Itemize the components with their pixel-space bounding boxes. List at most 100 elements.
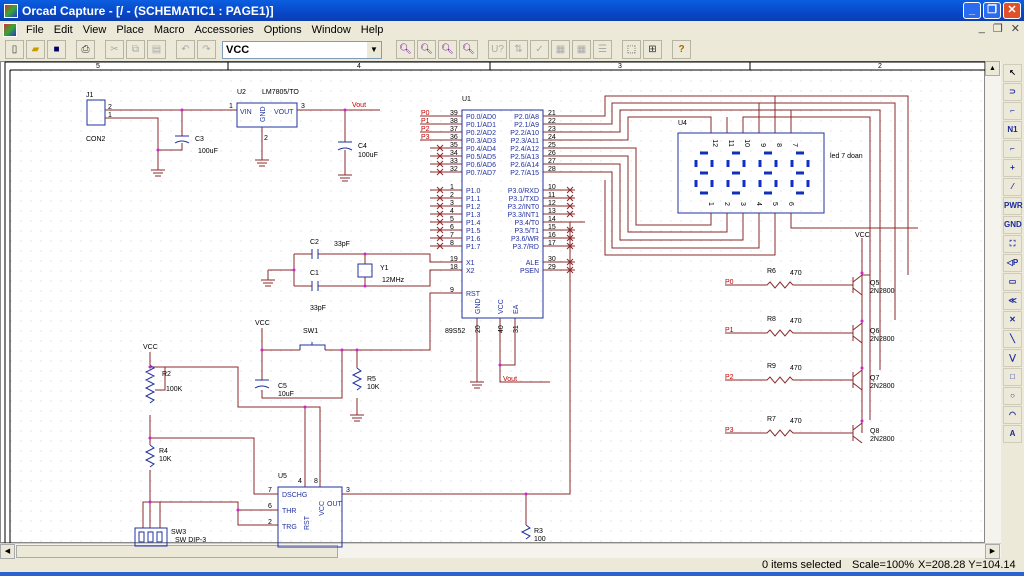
menu-macro[interactable]: Macro (153, 23, 185, 36)
pin-name: P2.3/A11 (511, 138, 539, 145)
place-text-icon[interactable]: A (1003, 425, 1022, 443)
place-part-icon[interactable]: ⊃ (1003, 83, 1022, 101)
menu-edit[interactable]: Edit (53, 23, 73, 36)
document-icon[interactable] (3, 22, 17, 37)
place-bus-icon[interactable]: ⌐ (1003, 140, 1022, 158)
pin-name: P1.2 (466, 204, 481, 211)
c4-value: 100uF (358, 152, 378, 159)
bill-of-materials-icon[interactable]: ☰ (593, 40, 612, 59)
place-power-icon[interactable]: PWR (1003, 197, 1023, 215)
project-manager-icon[interactable]: ⊞ (643, 40, 662, 59)
horizontal-scroll-thumb[interactable] (16, 545, 338, 558)
pin-number: 6 (268, 503, 272, 510)
vertical-scrollbar[interactable]: ▲ (985, 61, 1001, 543)
help-icon[interactable]: ? (672, 40, 691, 59)
place-junction-icon[interactable]: + (1003, 159, 1022, 177)
u1-value: 89S52 (445, 328, 465, 335)
part-combo[interactable]: VCC▼ (222, 40, 382, 59)
zoom-all-icon[interactable]: 🔍︎ (459, 40, 478, 59)
cut-icon[interactable]: ✂ (105, 40, 124, 59)
place-polyline-icon[interactable]: ⋁ (1003, 349, 1022, 367)
status-bar: 0 items selected Scale=100% X=208.28 Y=1… (0, 558, 1024, 572)
zoom-in-icon[interactable]: 🔍︎ (396, 40, 415, 59)
restore-button[interactable]: ❐ (983, 2, 1001, 19)
place-arc-icon[interactable]: ◠ (1003, 406, 1022, 424)
place-wire-icon[interactable]: ⌐ (1003, 102, 1022, 120)
doc-minimize-button[interactable]: _ (978, 22, 985, 34)
pin-number: 34 (450, 150, 458, 157)
transistor-value: 2N2800 (870, 336, 895, 343)
print-icon[interactable]: ⎙ (76, 40, 95, 59)
place-net-alias-icon[interactable]: N1 (1003, 121, 1022, 139)
u5-timer[interactable]: U5 DSCHG THR TRG RST VCC OUT 7 6 2 4 8 3 (268, 473, 350, 548)
scroll-right-button[interactable]: ▶ (985, 544, 1000, 559)
doc-close-button[interactable]: ✕ (1010, 23, 1020, 35)
minimize-button[interactable]: _ (963, 2, 981, 19)
menu-file[interactable]: File (26, 23, 44, 36)
open-icon[interactable]: ▰ (26, 40, 45, 59)
no-connect-icon (566, 210, 574, 218)
u2-regulator[interactable]: U2 LM7805/TO VIN VOUT GND 1 2 3 (229, 89, 305, 142)
close-button[interactable]: ✕ (1003, 2, 1021, 19)
no-connect-icon (566, 186, 574, 194)
drc-icon[interactable]: ✓ (530, 40, 549, 59)
pin-name: P1.1 (466, 196, 481, 203)
horizontal-scrollbar[interactable]: ◀▶ (0, 543, 1001, 559)
save-icon[interactable]: ■ (47, 40, 66, 59)
pin-name: X2 (466, 268, 475, 275)
scroll-left-button[interactable]: ◀ (0, 544, 15, 559)
back-annotate-icon[interactable]: ⇅ (509, 40, 528, 59)
zoom-area-icon[interactable]: 🔍︎ (438, 40, 457, 59)
pin-name: P2.0/A8 (514, 114, 539, 121)
pin-number: 27 (548, 158, 556, 165)
place-no-connect-icon[interactable]: ✕ (1003, 311, 1022, 329)
scroll-up-button[interactable]: ▲ (985, 61, 1000, 76)
menu-place[interactable]: Place (116, 23, 144, 36)
vcc-label: VCC (255, 320, 270, 327)
place-ground-icon[interactable]: GND (1003, 216, 1022, 234)
menu-window[interactable]: Window (311, 23, 351, 36)
sw3-dip-switch[interactable]: SW3 SW DIP-3 (134, 527, 206, 547)
chevron-down-icon[interactable]: ▼ (367, 41, 381, 58)
zoom-out-icon[interactable]: 🔍︎ (417, 40, 436, 59)
copy-icon[interactable]: ⧉ (126, 40, 145, 59)
menu-accessories[interactable]: Accessories (194, 23, 254, 36)
menu-view[interactable]: View (82, 23, 107, 36)
annotate-icon[interactable]: U? (488, 40, 507, 59)
place-ellipse-icon[interactable]: ○ (1003, 387, 1022, 405)
new-icon[interactable]: ▯ (5, 40, 24, 59)
paste-icon[interactable]: ▤ (147, 40, 166, 59)
ground-icon (470, 381, 484, 389)
place-rectangle-icon[interactable]: □ (1003, 368, 1022, 386)
select-icon[interactable]: ↖ (1003, 64, 1022, 82)
place-line-icon[interactable]: ╲ (1003, 330, 1022, 348)
cross-reference-icon[interactable]: ▦ (572, 40, 591, 59)
place-port-icon[interactable]: ◁P (1003, 254, 1022, 272)
netlist-icon[interactable]: ▦ (551, 40, 570, 59)
pin-number: 38 (450, 118, 458, 125)
place-off-page-connector-icon[interactable]: ≪ (1003, 292, 1022, 310)
redo-icon[interactable]: ↷ (197, 40, 216, 59)
place-hierarchical-block-icon[interactable]: ⛶ (1003, 235, 1022, 253)
undo-icon[interactable]: ↶ (176, 40, 195, 59)
snap-to-grid-icon[interactable]: ⬚ (622, 40, 641, 59)
menu-help[interactable]: Help (360, 23, 384, 36)
place-pin-icon[interactable]: ▭ (1003, 273, 1022, 291)
menu-options[interactable]: Options (263, 23, 302, 36)
pin-number: 8 (450, 240, 454, 247)
coordinates-status: X=208.28 Y=104.14 (918, 559, 1016, 571)
u5-vcc: VCC (319, 501, 326, 516)
net-label: P1 (421, 118, 430, 125)
j1-connector[interactable]: J1 CON2 2 1 (86, 92, 112, 143)
r2-ref: R2 (162, 371, 171, 378)
place-bus-entry-icon[interactable]: ⁄ (1003, 178, 1022, 196)
pin-name: P0.6/AD6 (466, 162, 496, 169)
pin-number: 6 (450, 224, 454, 231)
doc-restore-button[interactable]: ❐ (992, 23, 1003, 35)
